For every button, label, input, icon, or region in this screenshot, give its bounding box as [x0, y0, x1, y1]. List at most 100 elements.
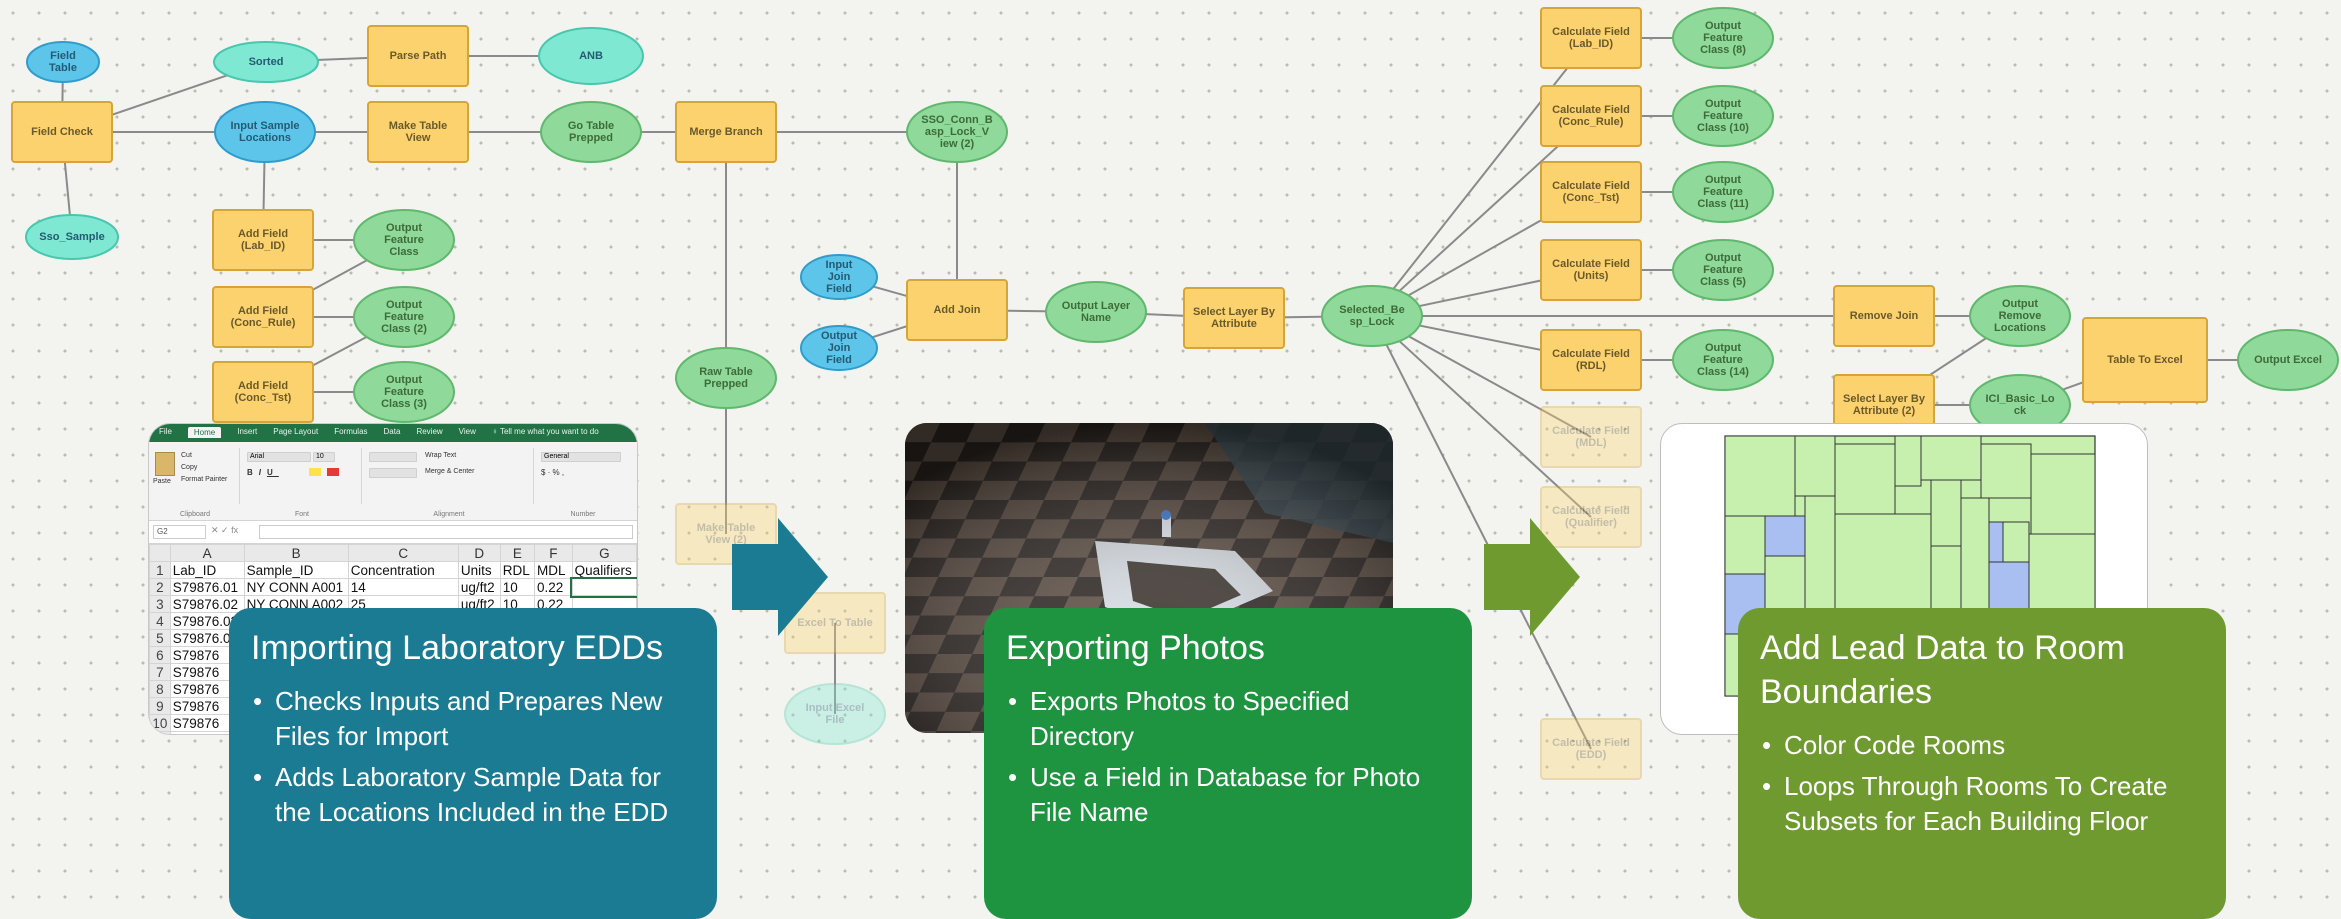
row-number[interactable]: 3 [149, 595, 171, 613]
sheet-cell[interactable]: S79876.02 [169, 595, 245, 613]
svg-text:Merge Branch: Merge Branch [689, 126, 763, 138]
bold-italic-underline-icons[interactable]: BIU [247, 468, 279, 477]
merge-center-button[interactable]: Merge & Center [425, 468, 475, 475]
font-color-icon[interactable] [327, 468, 339, 476]
sheet-cell[interactable]: Qualifiers [571, 561, 637, 579]
select-all-corner[interactable] [149, 544, 171, 562]
sheet-cell[interactable]: RDL [499, 561, 536, 579]
sheet-cell[interactable]: Sample_ID [243, 561, 349, 579]
column-header[interactable]: D [457, 544, 501, 562]
paste-icon[interactable] [155, 452, 175, 476]
copy-button[interactable]: Copy [181, 464, 198, 471]
excel-tab-page-layout[interactable]: Page Layout [273, 427, 319, 436]
row-number[interactable]: 2 [149, 578, 171, 596]
align-buttons[interactable] [369, 452, 417, 462]
svg-text:Calculate Field(Conc_Rule): Calculate Field(Conc_Rule) [1552, 104, 1630, 128]
formula-input[interactable] [259, 525, 633, 539]
diagram-node-calc-edd: Calculate Field(EDD) [1540, 718, 1642, 780]
sheet-cell[interactable]: S79876 [169, 663, 245, 681]
sheet-cell[interactable]: ug/ft2 [457, 578, 501, 596]
excel-tab-data[interactable]: Data [383, 427, 401, 436]
font-name-select[interactable]: Arial [247, 452, 311, 462]
sheet-cell[interactable]: Concentration [347, 561, 459, 579]
excel-tab-insert[interactable]: Insert [237, 427, 258, 436]
column-header[interactable]: B [243, 544, 349, 562]
column-header[interactable]: E [499, 544, 536, 562]
row-number[interactable]: 7 [149, 663, 171, 681]
row-number[interactable]: 9 [149, 697, 171, 715]
name-box[interactable]: G2 [153, 525, 206, 539]
excel-tab-formulas[interactable]: Formulas [334, 427, 368, 436]
formula-bar: G2 ✕ ✓ fx [149, 521, 637, 544]
connector-line [1371, 315, 1592, 518]
sheet-cell[interactable]: S79876.04 [169, 629, 245, 647]
format-painter-button[interactable]: Format Painter [181, 476, 228, 483]
svg-text:Add Field(Conc_Rule): Add Field(Conc_Rule) [231, 305, 296, 329]
sheet-cell[interactable]: Units [457, 561, 501, 579]
excel-tab-file[interactable]: File [159, 427, 172, 436]
alignment-group: Wrap Text Merge & Center Alignment [365, 448, 534, 518]
fill-color-icon[interactable] [309, 468, 321, 476]
tell-me-search[interactable]: ♀ Tell me what you want to do [491, 427, 599, 436]
diagram-node-add-field-lab: Add Field(Lab_ID) [212, 209, 314, 271]
sheet-cell[interactable]: 0.22 [534, 578, 573, 596]
sheet-cell[interactable]: S79876.01 [169, 578, 245, 596]
column-header[interactable]: G [571, 544, 637, 562]
sheet-cell[interactable] [570, 576, 637, 598]
excel-tab-home[interactable]: Home [187, 427, 222, 438]
diagram-node-add-join: Add Join [906, 279, 1008, 341]
column-header[interactable]: C [347, 544, 459, 562]
diagram-node-merge-branch: Merge Branch [675, 101, 777, 163]
row-number[interactable]: 8 [149, 680, 171, 698]
card-importing-lab-edds: Importing Laboratory EDDs Checks Inputs … [229, 608, 717, 919]
number-format-select[interactable]: General [541, 452, 621, 462]
svg-text:Calculate Field(EDD): Calculate Field(EDD) [1552, 737, 1630, 761]
diagram-node-calc-rdl: Calculate Field(RDL) [1540, 329, 1642, 391]
sheet-cell[interactable]: NY CONN A001 [243, 578, 349, 596]
row-number[interactable]: 5 [149, 629, 171, 647]
card-bullets: Checks Inputs and Prepares New Files for… [251, 684, 695, 830]
cut-button[interactable]: Cut [181, 452, 192, 459]
row-number[interactable]: 1 [149, 561, 171, 579]
currency-percent-icons[interactable]: $ · % , [541, 468, 565, 477]
sheet-cell[interactable]: Lab_ID [169, 561, 245, 579]
row-number[interactable]: 10 [149, 714, 171, 732]
arrow-right-icon-2 [1484, 518, 1580, 636]
row-number[interactable]: 4 [149, 612, 171, 630]
row-number[interactable]: 6 [149, 646, 171, 664]
wrap-text-button[interactable]: Wrap Text [425, 452, 457, 459]
column-header[interactable]: A [169, 544, 245, 562]
sheet-cell[interactable]: MDL [534, 561, 573, 579]
card-bullets: Exports Photos to Specified Directory Us… [1006, 684, 1450, 830]
excel-tab-review[interactable]: Review [416, 427, 443, 436]
diagram-node-anb: ANB [538, 27, 644, 85]
svg-text:Sorted: Sorted [249, 56, 284, 68]
card-bullet: Color Code Rooms [1760, 728, 2204, 763]
indent-buttons[interactable] [369, 468, 417, 478]
sheet-cell[interactable]: 14 [347, 578, 459, 596]
diagram-node-sso-sample: Sso_Sample [25, 214, 119, 260]
diagram-node-add-field-conc-tst: Add Field(Conc_Tst) [212, 361, 314, 423]
diagram-node-remove-join: Remove Join [1833, 285, 1935, 347]
sheet-cell[interactable]: S79876 [169, 697, 245, 715]
svg-text:Calculate Field(Conc_Tst): Calculate Field(Conc_Tst) [1552, 180, 1630, 204]
diagram-node-excel-to-table: Excel To Table [784, 592, 886, 654]
sheet-cell[interactable]: 10 [499, 578, 536, 596]
font-size-select[interactable]: 10 [313, 452, 335, 462]
column-header[interactable]: F [534, 544, 573, 562]
excel-tab-view[interactable]: View [458, 427, 476, 436]
